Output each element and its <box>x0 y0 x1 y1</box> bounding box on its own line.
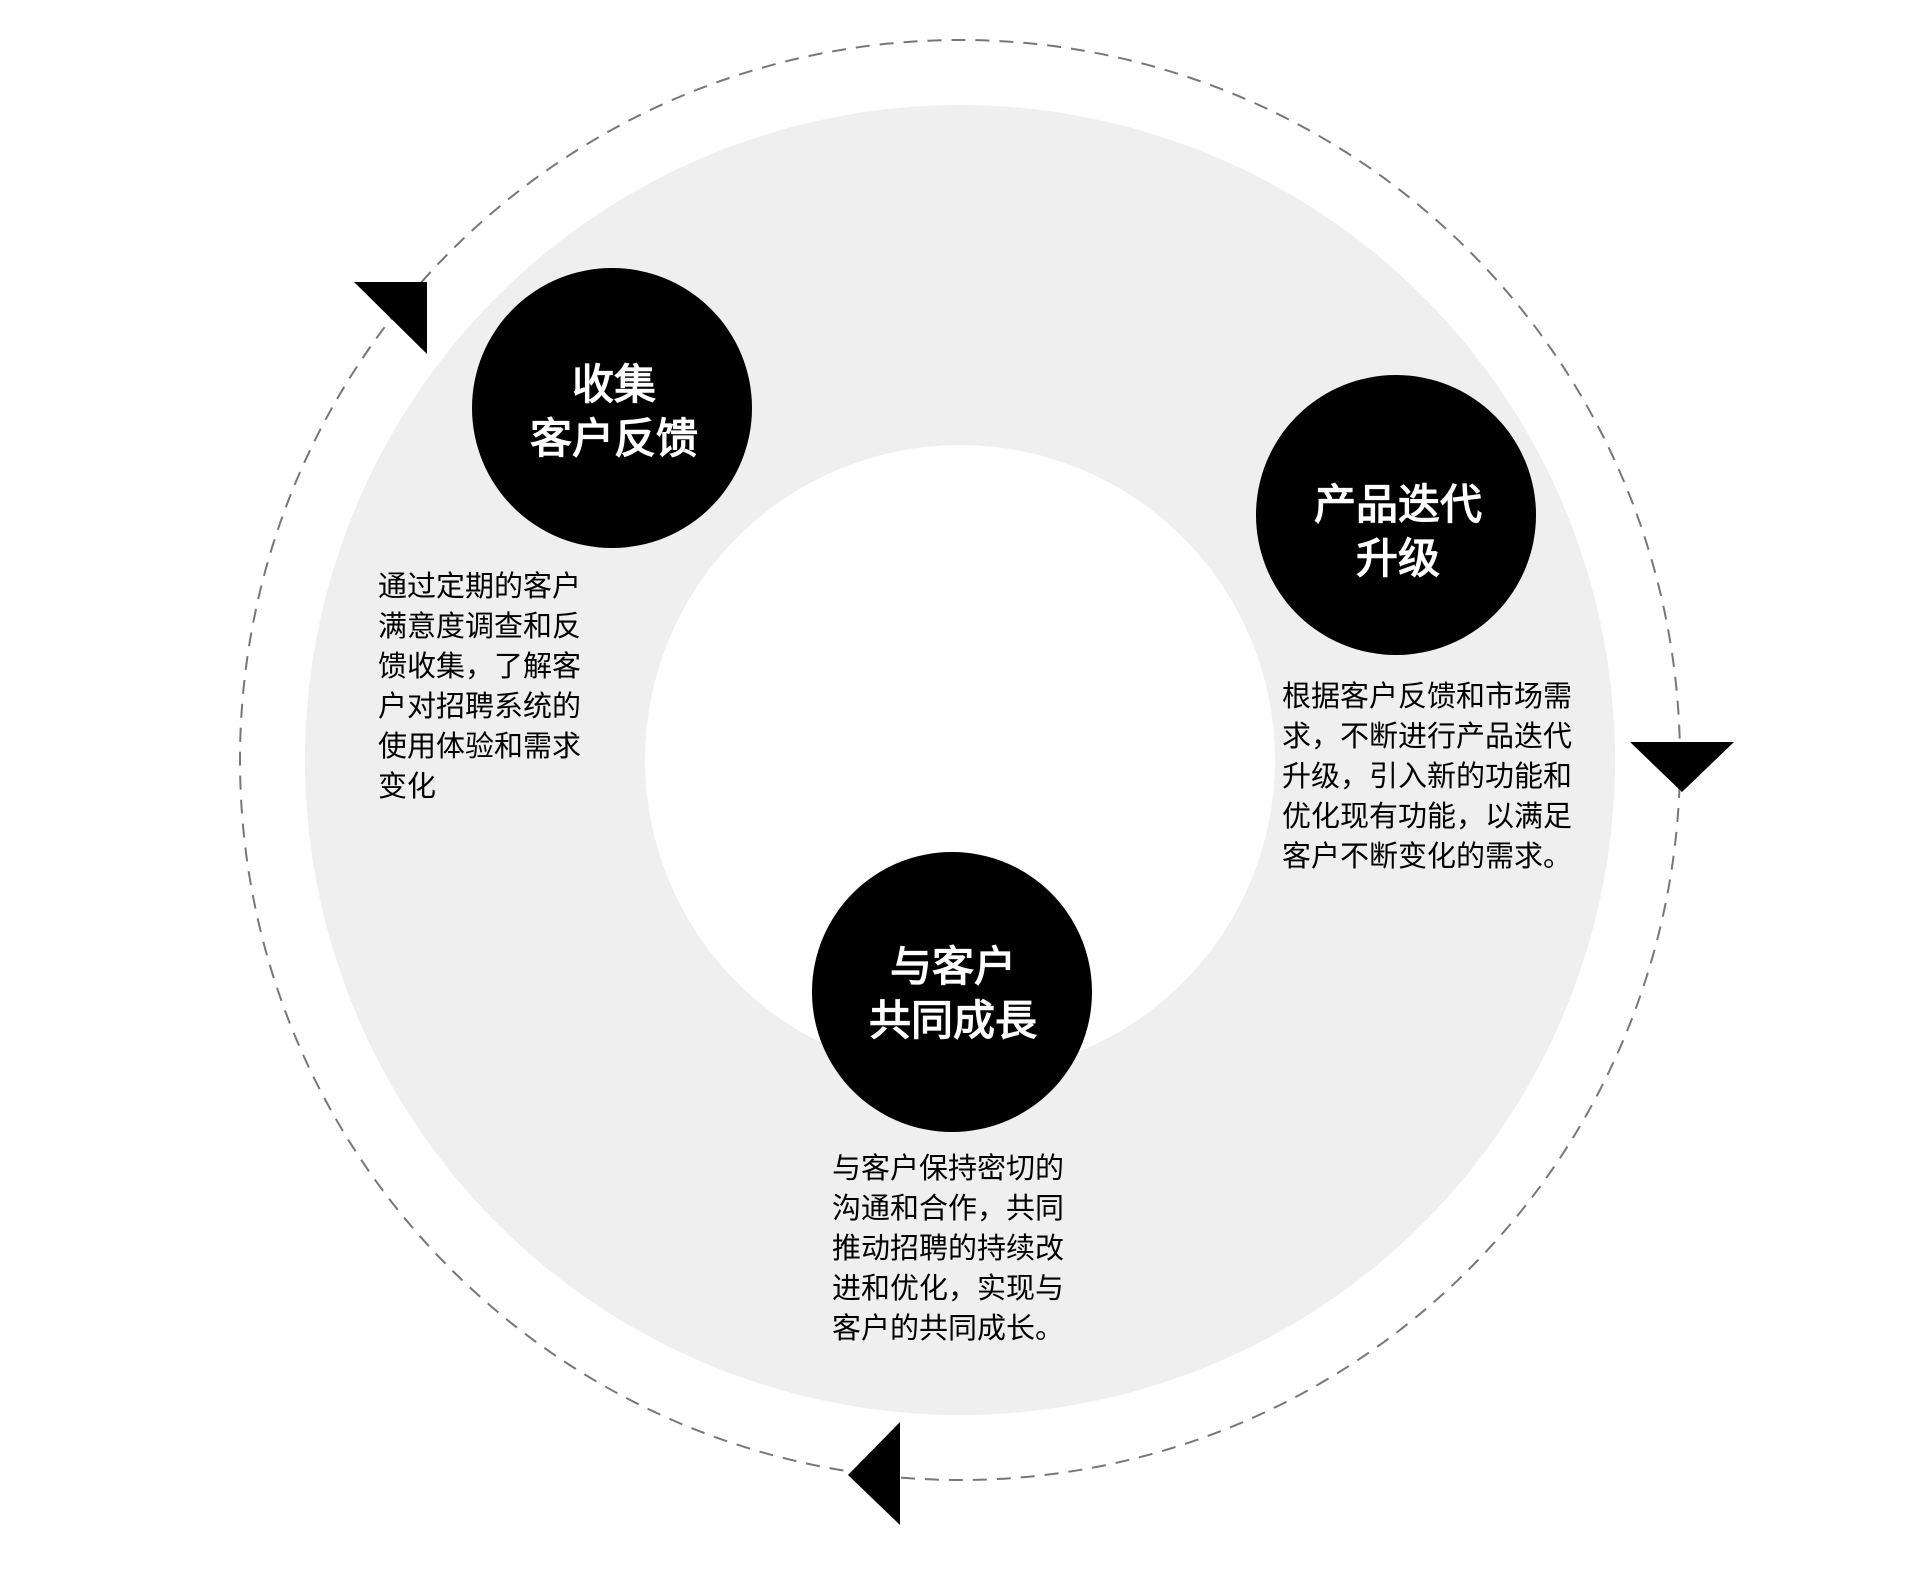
arrow-top-left-icon <box>354 282 427 354</box>
node-title-collect: 收集 客户反馈 <box>529 360 698 463</box>
node-desc-iterate: 根据客户反馈和市场需 求，不断进行产品迭代 升级，引入新的功能和 优化现有功能，… <box>1282 679 1573 873</box>
node-circle-iterate <box>1256 375 1536 655</box>
inner-white-disc <box>645 445 1275 1075</box>
arrow-bottom-icon <box>848 1422 900 1525</box>
node-desc-collect: 通过定期的客户 满意度调查和反 馈收集，了解客 户对招聘系统的 使用体验和需求 … <box>378 569 582 803</box>
node-circle-grow <box>812 852 1092 1132</box>
node-desc-grow: 与客户保持密切的 沟通和合作，共同 推动招聘的持续改 进和优化，实现与 客户的共… <box>832 1151 1065 1345</box>
node-title-iterate: 产品迭代 升级 <box>1313 480 1482 583</box>
arrow-right-icon <box>1630 742 1734 792</box>
node-title-grow: 与客户 共同成長 <box>868 942 1037 1045</box>
node-circle-collect <box>472 268 752 548</box>
